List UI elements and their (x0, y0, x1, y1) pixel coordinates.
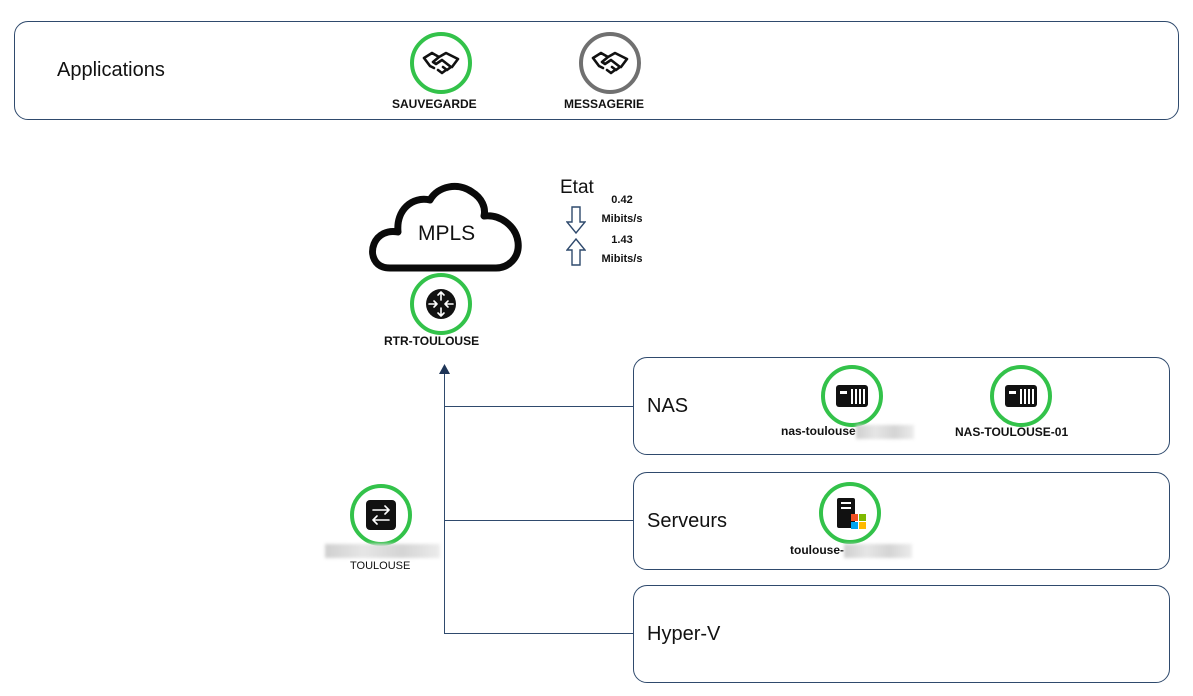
server-device-name: toulouse- (790, 543, 844, 557)
serveurs-title: Serveurs (647, 510, 728, 532)
download-rate-unit: Mibits/s (601, 213, 643, 225)
server-device-node[interactable] (819, 482, 881, 544)
mpls-label: MPLS (418, 222, 476, 245)
nas-device-1-node[interactable] (821, 365, 883, 427)
switch-node[interactable] (350, 484, 412, 546)
sauvegarde-label: SAUVEGARDE (392, 97, 477, 111)
router-node[interactable] (410, 273, 472, 335)
nas-panel (633, 357, 1170, 455)
nas-device-1-name: nas-toulouse (781, 424, 856, 438)
messagerie-label: MESSAGERIE (564, 97, 645, 111)
uplink-line (444, 372, 445, 634)
upload-rate-unit: Mibits/s (601, 253, 643, 265)
hyperv-panel (633, 585, 1170, 683)
uplink-arrowhead (439, 364, 450, 374)
server-device-label: toulouse- (790, 543, 912, 558)
nas-icon (1005, 385, 1037, 407)
nas-connector (444, 406, 633, 407)
sauvegarde-node[interactable] (410, 32, 472, 94)
serveurs-connector (444, 520, 633, 521)
handshake-icon (422, 51, 460, 75)
messagerie-node[interactable] (579, 32, 641, 94)
nas-device-1-label: nas-toulouse (781, 424, 914, 439)
nas-device-2-node[interactable] (990, 365, 1052, 427)
download-rate-value: 0.42 (611, 194, 633, 206)
nas-device-2-label: NAS-TOULOUSE-01 (955, 425, 1069, 439)
router-icon (426, 289, 456, 319)
upload-rate-value: 1.43 (611, 234, 633, 246)
hyperv-title: Hyper-V (647, 623, 721, 645)
upload-arrow-icon (566, 238, 586, 266)
nas-device-1-redacted (855, 424, 914, 439)
etat-title: Etat (560, 177, 594, 198)
server-device-redacted (844, 543, 912, 558)
switch-icon (366, 500, 396, 530)
applications-title: Applications (57, 59, 165, 81)
switch-label: TOULOUSE (350, 560, 411, 572)
nas-icon (836, 385, 868, 407)
handshake-icon (591, 51, 629, 75)
router-label: RTR-TOULOUSE (384, 334, 480, 348)
nas-title: NAS (647, 395, 689, 417)
hyperv-connector (444, 633, 633, 634)
download-arrow-icon (566, 206, 586, 234)
switch-name-redacted (325, 544, 440, 558)
mpls-cloud-icon (369, 182, 522, 272)
windows-server-icon (837, 498, 866, 529)
